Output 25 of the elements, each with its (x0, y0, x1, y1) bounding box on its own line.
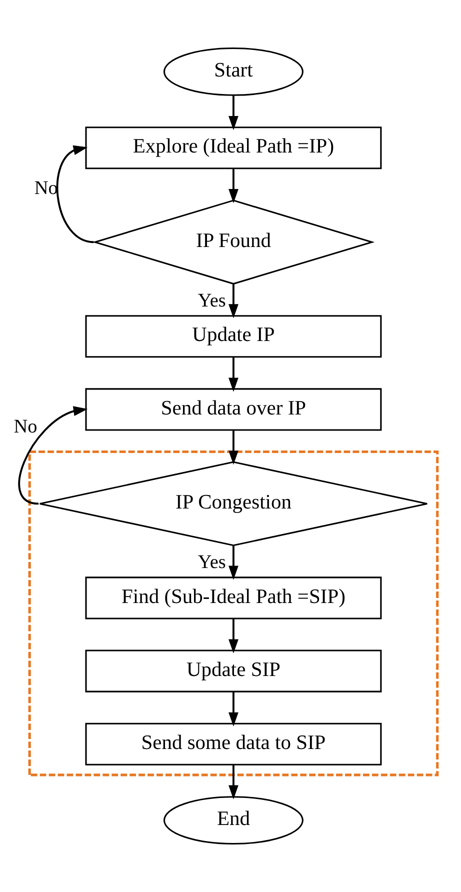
node-ellipse: Start (163, 48, 304, 96)
node-box: Update IP (85, 315, 382, 358)
node-diamond: IP Congestion (39, 461, 428, 546)
node-box: Find (Sub-Ideal Path =SIP) (85, 576, 382, 620)
arrow (228, 764, 238, 800)
edge-label: No (34, 178, 58, 199)
arrow (228, 692, 238, 727)
arrow (228, 168, 238, 204)
arrow (228, 618, 238, 654)
arrow (228, 430, 238, 465)
arrow (56, 145, 94, 244)
edge-label: Yes (198, 290, 226, 312)
node-box: Explore (Ideal Path =IP) (85, 126, 382, 170)
node-box: Send data over IP (85, 388, 382, 431)
node-box: Send some data to SIP (85, 722, 382, 766)
arrow (228, 284, 238, 318)
node-ellipse: End (163, 796, 304, 844)
arrow (228, 545, 238, 580)
edge-label: No (14, 416, 38, 438)
edge-label: Yes (198, 552, 226, 574)
arrow (228, 95, 238, 130)
arrow (18, 406, 88, 505)
node-box: Update SIP (85, 650, 382, 692)
arrow (228, 356, 238, 392)
node-diamond: IP Found (92, 200, 375, 285)
